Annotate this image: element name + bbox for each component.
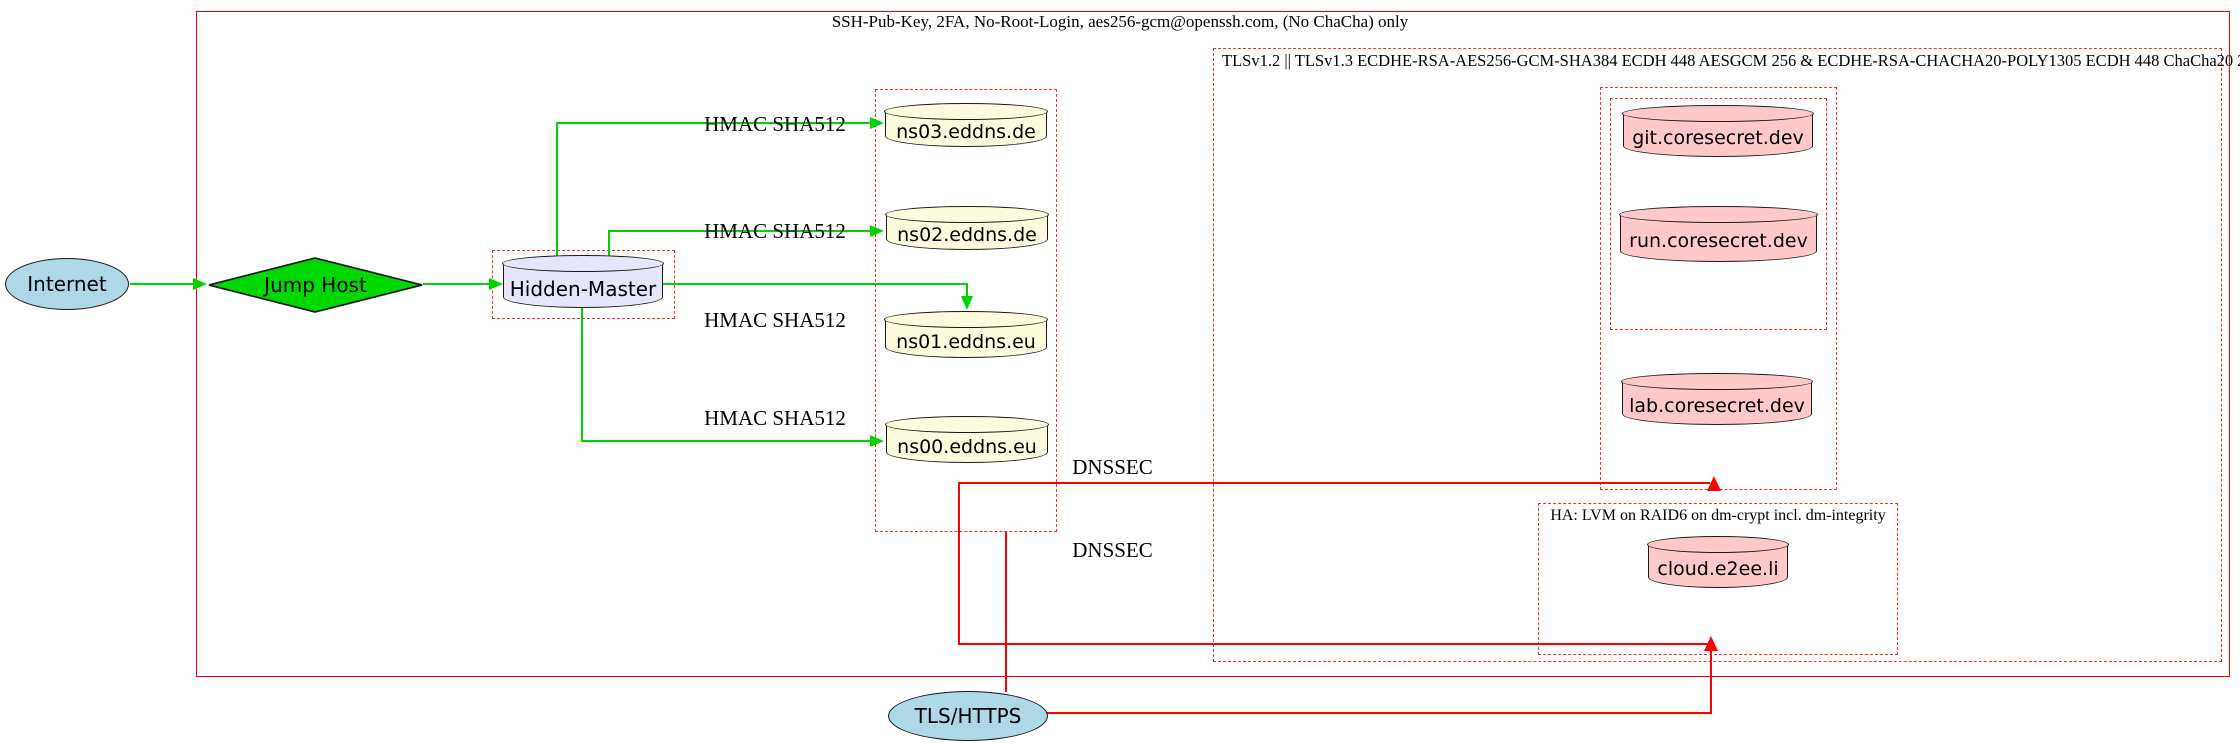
edge-dnssec-segment-h-upper — [958, 482, 1710, 484]
jump-host-node-label: Jump Host — [264, 273, 367, 297]
hidden-master-node: Hidden-Master — [502, 255, 664, 308]
ns03-node: ns03.eddns.de — [884, 103, 1048, 147]
edge-dnssec-segment-h-lower — [958, 643, 1712, 645]
cluster-ssh-label: SSH-Pub-Key, 2FA, No-Root-Login, aes256-… — [831, 12, 1409, 31]
run-coresecret-node: run.coresecret.dev — [1619, 206, 1818, 262]
ns01-node: ns01.eddns.eu — [884, 311, 1048, 358]
edge-tlshttps-up-segment-v — [1005, 532, 1007, 692]
edge-hiddenmaster-ns01-arrowhead — [961, 296, 973, 310]
edge-label-hmac-ns03: HMAC SHA512 — [704, 112, 846, 136]
edge-dnssec-segment-v1 — [958, 483, 960, 645]
edge-hiddenmaster-ns03-arrowhead — [870, 117, 884, 129]
edge-label-hmac-ns01: HMAC SHA512 — [704, 308, 846, 332]
cloud-e2ee-node-label: cloud.e2ee.li — [1657, 558, 1779, 580]
tls-https-node-label: TLS/HTTPS — [914, 704, 1022, 728]
edge-dnssec-coresecret-arrowhead — [1707, 476, 1721, 491]
edge-label-dnssec-lower: DNSSEC — [1072, 538, 1153, 562]
edge-hiddenmaster-ns01-segment-h — [663, 283, 968, 285]
edge-label-hmac-ns02: HMAC SHA512 — [704, 219, 846, 243]
cluster-ha-box — [1538, 503, 1898, 655]
edge-internet-jumphost-arrowhead — [193, 278, 207, 290]
edge-hiddenmaster-ns00-segment-v — [581, 307, 583, 442]
git-coresecret-node: git.coresecret.dev — [1622, 105, 1814, 157]
edge-tlshttps-right-segment-h — [1046, 712, 1712, 714]
edge-hiddenmaster-ns03-segment-h — [556, 122, 871, 124]
cluster-tls-box — [1213, 48, 2222, 662]
edge-jumphost-hiddenmaster-arrowhead — [489, 278, 503, 290]
internet-node-label: Internet — [27, 272, 107, 296]
git-coresecret-node-label: git.coresecret.dev — [1632, 127, 1804, 149]
edge-hiddenmaster-ns02-arrowhead — [870, 225, 884, 237]
edge-ha-arrowhead — [1704, 636, 1718, 651]
ns03-node-label: ns03.eddns.de — [896, 121, 1036, 143]
edge-hiddenmaster-ns00-arrowhead — [870, 435, 884, 447]
lab-coresecret-node: lab.coresecret.dev — [1621, 373, 1813, 425]
edge-jumphost-hiddenmaster-line — [423, 283, 490, 285]
edge-tlshttps-right-segment-v — [1710, 650, 1712, 714]
cluster-tls-label: TLSv1.2 || TLSv1.3 ECDHE-RSA-AES256-GCM-… — [1222, 51, 2240, 70]
edge-hiddenmaster-ns00-segment-h — [581, 440, 871, 442]
ns02-node: ns02.eddns.de — [885, 206, 1049, 250]
jump-host-node: Jump Host — [208, 257, 423, 313]
cluster-ssh-box — [196, 11, 2230, 677]
edge-label-dnssec-upper: DNSSEC — [1072, 455, 1153, 479]
cloud-e2ee-node: cloud.e2ee.li — [1647, 536, 1789, 588]
ns02-node-label: ns02.eddns.de — [897, 224, 1037, 246]
ns00-node: ns00.eddns.eu — [885, 416, 1049, 463]
lab-coresecret-node-label: lab.coresecret.dev — [1629, 395, 1805, 417]
cluster-coresecret-inner-box — [1610, 98, 1827, 330]
edge-internet-jumphost-line — [130, 283, 194, 285]
edge-hiddenmaster-ns02-segment-v — [608, 231, 610, 264]
cluster-eddns-box — [875, 89, 1057, 532]
tls-https-node: TLS/HTTPS — [888, 691, 1048, 741]
ns00-node-label: ns00.eddns.eu — [897, 435, 1037, 458]
edge-hiddenmaster-ns01-segment-v — [966, 283, 968, 298]
jump-host-diamond-shape — [208, 257, 423, 313]
edge-label-hmac-ns00: HMAC SHA512 — [704, 406, 846, 430]
internet-node: Internet — [5, 258, 129, 310]
ns01-node-label: ns01.eddns.eu — [896, 330, 1036, 353]
hidden-master-node-label: Hidden-Master — [509, 276, 657, 301]
cluster-ha-label: HA: LVM on RAID6 on dm-crypt incl. dm-in… — [1550, 507, 1886, 524]
edge-hiddenmaster-ns03-segment-v — [556, 123, 558, 264]
edge-hiddenmaster-ns02-segment-h — [608, 230, 871, 232]
run-coresecret-node-label: run.coresecret.dev — [1629, 230, 1808, 252]
